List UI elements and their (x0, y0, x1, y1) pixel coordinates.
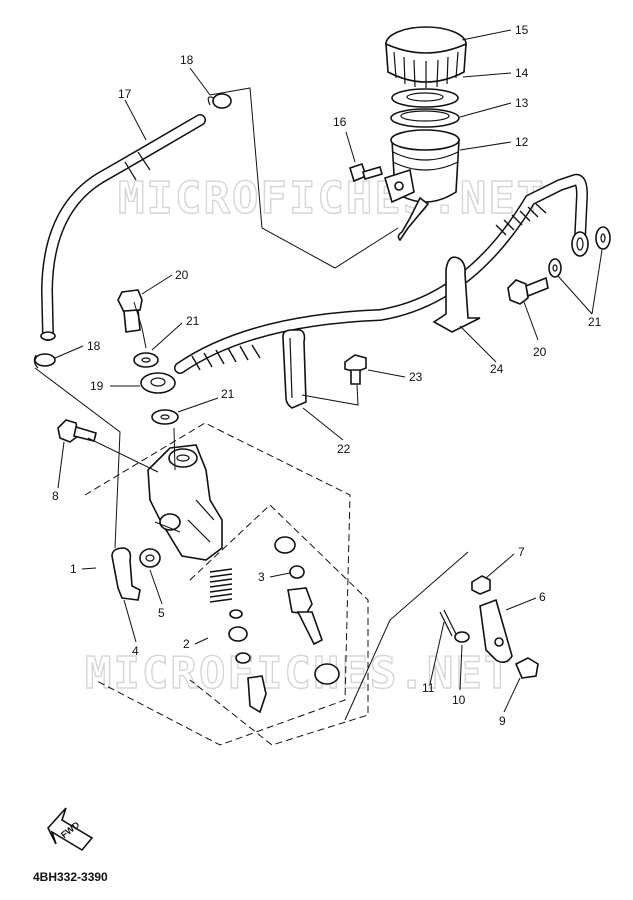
pin-part-9 (514, 657, 539, 679)
callout-21-left-bottom: 21 (221, 387, 235, 401)
washer-part-10 (454, 631, 470, 643)
callout-18-bottom: 18 (87, 339, 101, 353)
callout-7: 7 (518, 545, 525, 559)
callout-12: 12 (515, 135, 529, 149)
cylinder-kit-parts (209, 536, 340, 714)
callout-11: 11 (422, 681, 435, 695)
union-bolt-part-20-left (117, 289, 143, 333)
callout-1: 1 (70, 562, 77, 576)
copper-washer-part-21-right-a (548, 258, 562, 278)
callout-16: 16 (333, 115, 347, 129)
clevis-part-6 (479, 598, 513, 664)
copper-washer-part-21-right-b (595, 226, 611, 250)
hose-guide-part-22 (282, 329, 307, 409)
screw-part-16 (349, 162, 383, 183)
callout-13: 13 (515, 96, 529, 110)
union-bolt-part-20-right (507, 276, 549, 305)
diaphragm-part-13 (390, 108, 460, 128)
callout-14: 14 (515, 66, 529, 80)
callout-2: 2 (183, 637, 190, 651)
copper-washer-part-21-left-bottom (151, 409, 179, 425)
callout-22: 22 (337, 442, 351, 456)
copper-washer-part-21-left-top (133, 352, 159, 368)
brake-hose-part-19 (140, 173, 589, 394)
callout-8: 8 (52, 489, 59, 503)
callout-4: 4 (132, 644, 139, 658)
hose-clip-part-18-bottom (33, 353, 56, 369)
callout-24: 24 (490, 362, 504, 376)
cotter-pin-part-11 (439, 609, 457, 637)
fwd-arrow-icon (47, 807, 94, 852)
watermark-top: MICROFICHES.NET (118, 173, 545, 224)
o-ring-part-5 (139, 548, 161, 568)
callout-3: 3 (258, 570, 265, 584)
hose-joint-part-4 (111, 547, 141, 601)
callout-20-left: 20 (175, 268, 189, 282)
reservoir-hose-part-17 (40, 114, 206, 341)
callout-20-right: 20 (533, 345, 547, 359)
watermark-bottom: MICROFICHES.NET (85, 648, 512, 699)
callout-10: 10 (452, 693, 466, 707)
callout-9: 9 (499, 714, 506, 728)
callout-21-left-top: 21 (186, 314, 200, 328)
callout-23: 23 (409, 370, 423, 384)
assembly-guides (34, 87, 469, 746)
reservoir-cap-part-15 (385, 26, 467, 88)
callout-18-top: 18 (180, 53, 194, 67)
callout-15: 15 (515, 23, 529, 37)
hose-bracket-part-24 (432, 256, 481, 333)
screw-part-23 (344, 354, 367, 385)
master-cylinder-body (147, 444, 223, 561)
hose-clip-part-18-top (207, 93, 232, 109)
callout-19: 19 (90, 379, 104, 393)
callout-5: 5 (158, 606, 165, 620)
callout-6: 6 (539, 590, 546, 604)
nut-part-7 (471, 575, 491, 595)
callout-17: 17 (118, 87, 132, 101)
bolt-part-8 (57, 419, 97, 443)
callout-21-right: 21 (588, 315, 602, 329)
callout-leaders (54, 29, 603, 713)
diagram-code: 4BH332-3390 (33, 870, 108, 884)
diaphragm-plate-part-14 (391, 88, 459, 108)
reservoir-tank-part-12 (384, 129, 460, 242)
